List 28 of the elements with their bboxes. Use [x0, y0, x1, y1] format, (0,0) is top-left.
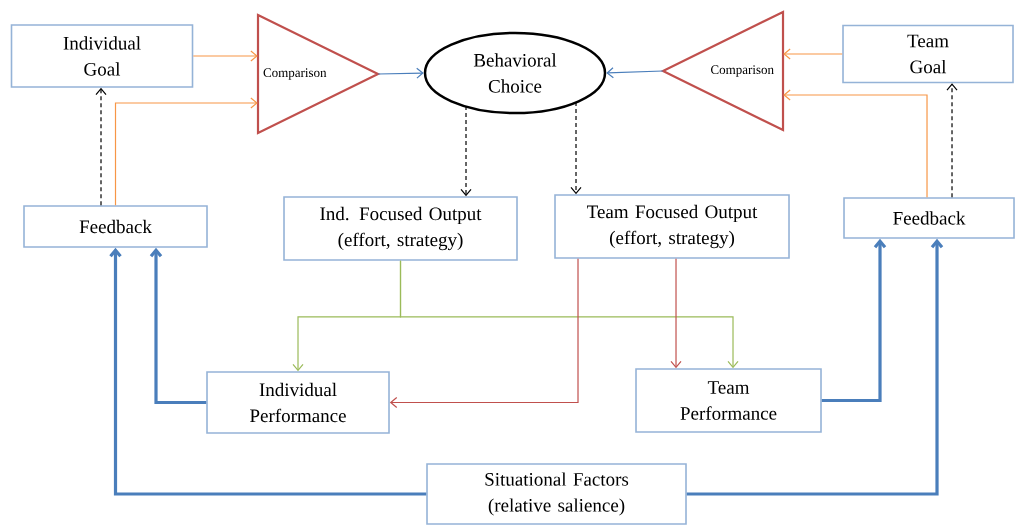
arrow [670, 258, 682, 369]
arrow [192, 50, 258, 62]
arrow [783, 89, 928, 198]
comparison-triangle: Comparison [660, 10, 785, 132]
output-box: Ind. Focused Output (effort, strategy) [283, 196, 518, 261]
comparison-triangle: Comparison [256, 13, 381, 135]
dashed-arrow [570, 101, 582, 195]
dashed-arrow [95, 87, 107, 206]
arrow [377, 67, 424, 79]
goal-box: Individual Goal [10, 24, 194, 88]
feedback-box: Feedback [23, 205, 208, 248]
performance-box: Individual Performance [206, 371, 390, 434]
arrow [686, 238, 944, 496]
arrow [389, 258, 579, 409]
arrow [821, 238, 887, 403]
dashed-arrow [946, 83, 958, 198]
arrow [783, 48, 843, 60]
output-box: Team Focused Output (effort, strategy) [554, 194, 790, 259]
performance-box: Team Performance [635, 368, 822, 433]
arrow [606, 67, 664, 79]
factors-box: Situational Factors (relative salience) [426, 463, 687, 525]
goal-box: Team Goal [842, 24, 1014, 84]
feedback-box: Feedback [843, 197, 1015, 239]
arrow [399, 260, 739, 369]
dashed-arrow [460, 105, 472, 197]
arrow [114, 97, 258, 206]
arrow [149, 247, 207, 405]
arrow [109, 247, 427, 496]
